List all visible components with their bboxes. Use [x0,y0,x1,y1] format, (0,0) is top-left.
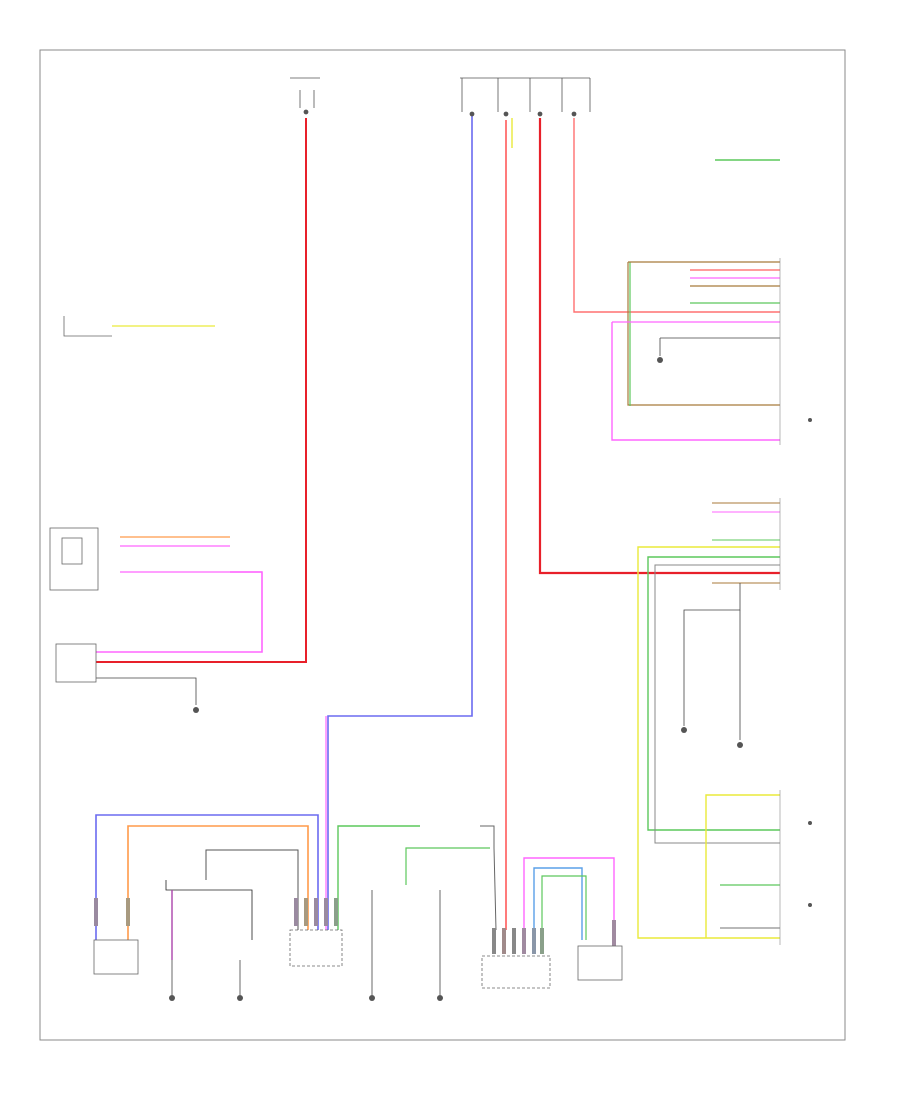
wire-pdm-gnd-a [683,583,741,726]
connector-rr-7 [612,920,616,946]
wire-green-center-2 [405,847,490,885]
wire-yellow-pdm [637,546,780,939]
seat-position-module-symbol [63,316,112,337]
wire-pink-ddm-loop [611,322,780,441]
wire-pink-rr [523,857,615,930]
connector-rr-3 [512,928,516,954]
right-rear-power-window-switch-symbol [577,945,623,981]
right-rear-door-module-symbol [481,955,551,989]
wire-blue-rr [533,867,583,940]
wire-green-pdm [647,556,780,831]
wire-blue-lr [95,814,319,940]
central-electronic-module-symbol [49,527,99,591]
connector-rr-2 [502,928,506,954]
wire-gray-center [480,825,497,931]
wire-pink-left-loop [96,571,263,653]
diagram-frame [39,49,846,1041]
connector-rr-4 [522,928,526,954]
connector-c-1 [294,898,298,926]
wire-red-right-feed [538,118,780,575]
fuse-block-left [290,77,320,115]
wire-brown-ddm [627,262,780,406]
left-rear-door-module-symbol [289,929,343,967]
connector-rr-1 [492,928,496,954]
connector-c-5 [334,898,338,926]
connector-rr-5 [532,928,536,954]
left-rear-power-window-switch-symbol [93,939,139,975]
wire-blue-center [327,115,473,930]
connector-c-4 [324,898,328,926]
connector-rr-6 [540,928,544,954]
wire-orange-lr [127,825,309,940]
connector-lr-1 [94,898,98,926]
wire-green-rr [541,875,587,940]
connector-c-2 [304,898,308,926]
wire-gray-pdm [654,564,780,844]
wire-green-center [337,825,420,930]
wire-salmon-right [573,118,780,313]
connector-lr-2 [126,898,130,926]
connector-c-3 [314,898,318,926]
wire-lsm-gnd [96,677,197,705]
wire-yellow-switch [705,794,780,938]
wire-red-left-feed [96,118,307,663]
ground-symbols [169,357,812,1001]
wire-black-lr [165,880,253,940]
light-switch-module-symbol [55,643,97,683]
fuse-block-right [460,77,591,117]
wire-gray-lr-gnd [205,849,299,930]
